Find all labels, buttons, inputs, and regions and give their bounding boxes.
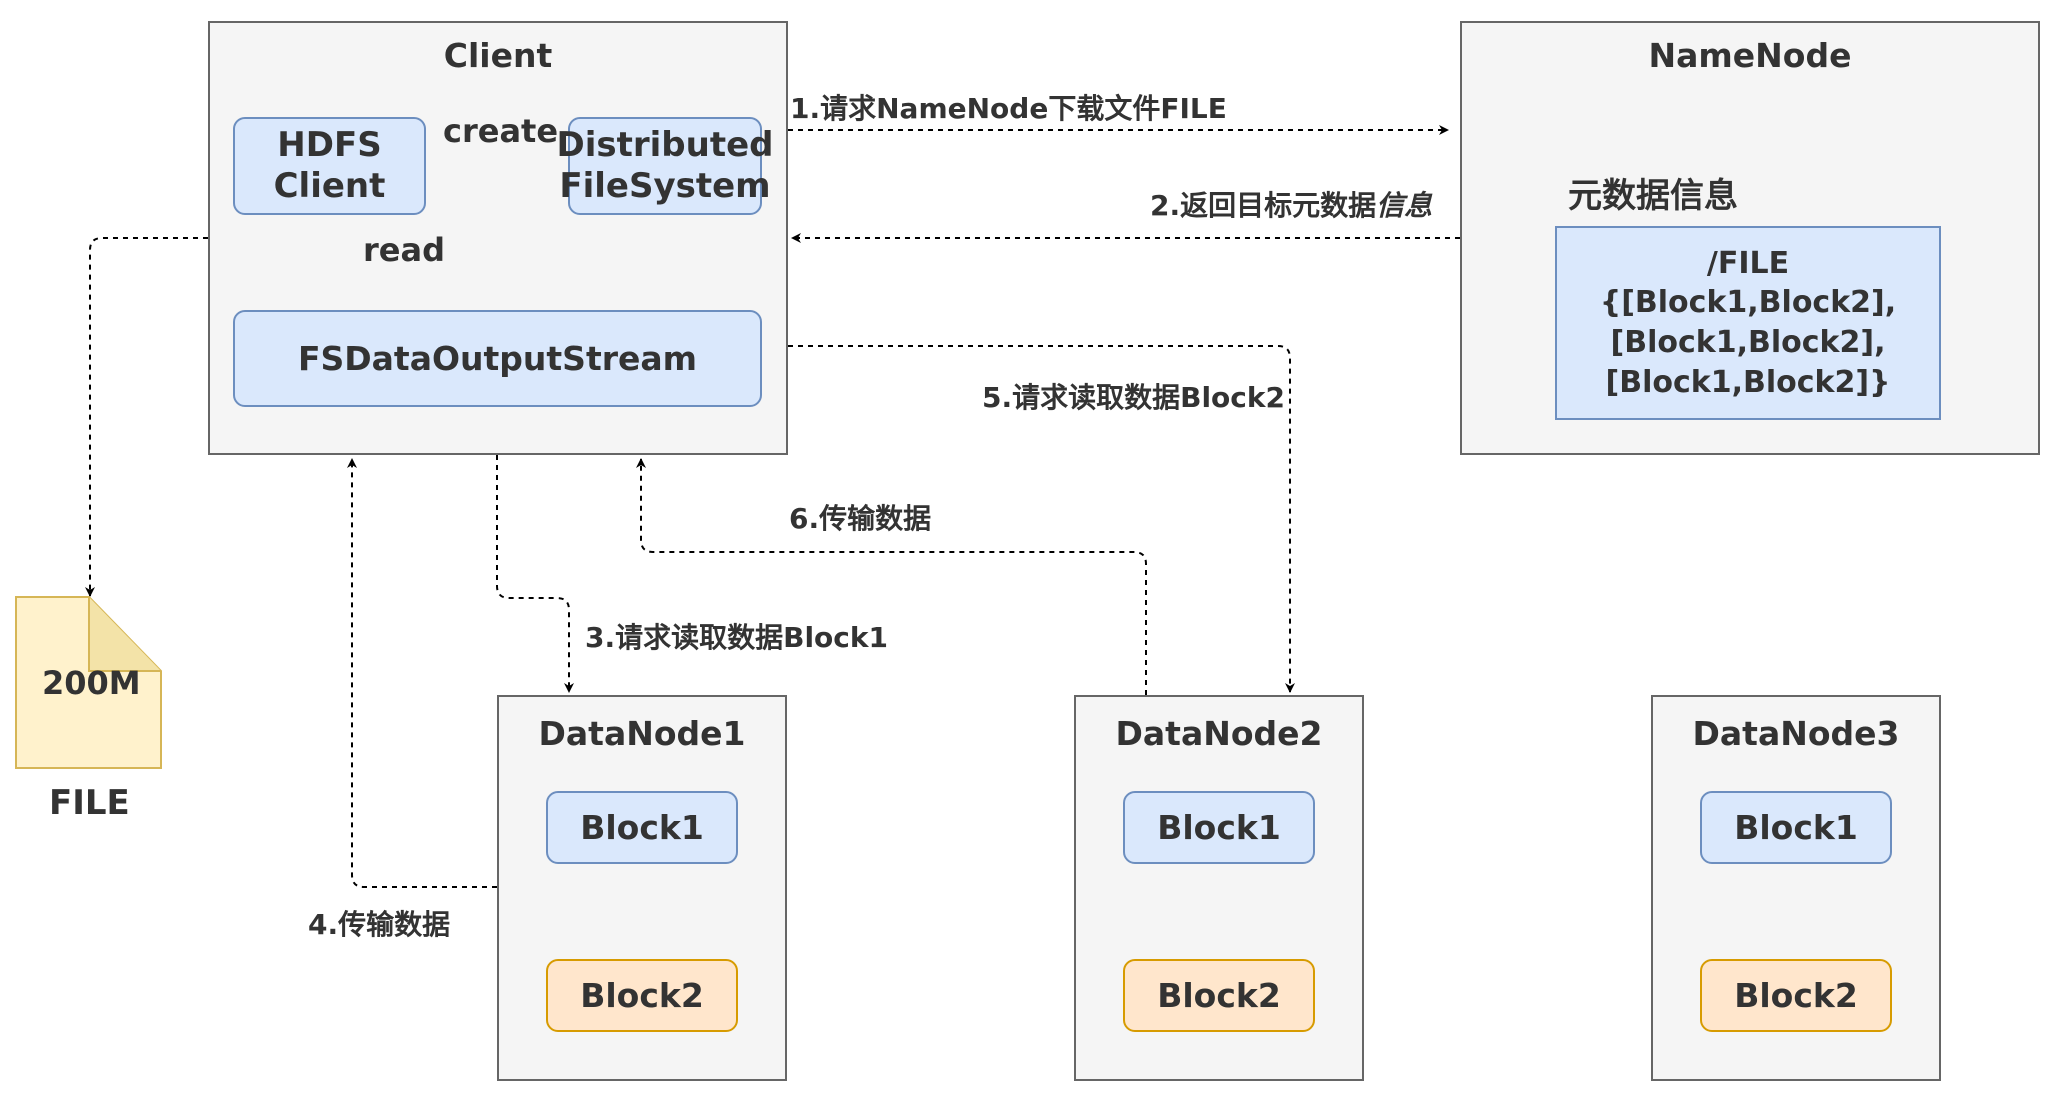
step2-label: 2.返回目标元数据信息 [1150,184,1432,224]
hdfs-client-node: HDFS Client [233,117,426,215]
datanode3-block2-label: Block2 [1734,976,1858,1015]
distributed-filesystem-node: Distributed FileSystem [557,117,774,215]
step5-label: 5.请求读取数据Block2 [982,381,1285,414]
distributed-fs-line2: FileSystem [559,166,771,206]
file-document-icon [15,596,162,769]
step3-label: 3.请求读取数据Block1 [585,621,888,654]
datanode1-block2-label: Block2 [580,976,704,1015]
distributed-fs-line1: Distributed [556,125,774,166]
client-title: Client [443,36,553,75]
file-name-label: FILE [49,783,130,823]
datanode1-container: DataNode1 [497,695,787,1081]
metadata-line-3: [Block1,Block2], [1610,325,1886,360]
datanode1-block1-label: Block1 [580,807,704,847]
arrow-step3-request-block1 [496,455,574,693]
read-label: read [363,231,445,269]
arrow-step5-request-block2 [788,345,1295,693]
step1-node: NameNode [876,92,1049,125]
datanode1-block1: Block1 [546,791,738,864]
metadata-line-1: /FILE [1706,245,1790,281]
hdfs-client-line1: HDFS [277,125,382,166]
datanode2-title: DataNode2 [1115,714,1323,753]
datanode2-block2-label: Block2 [1157,976,1281,1015]
file-size-label: 200M [42,664,141,702]
datanode2-block1: Block1 [1123,791,1315,864]
arrow-step4-transfer-data [347,458,497,888]
step6-label: 6.传输数据 [789,502,932,535]
datanode3-title: DataNode3 [1692,714,1900,753]
metadata-line-2: {[Block1,Block2], [1599,285,1897,321]
datanode2-block2: Block2 [1123,959,1315,1032]
step1-prefix: 1.请求 [790,92,877,125]
fsdata-output-stream-node: FSDataOutputStream [233,310,762,407]
metadata-heading: 元数据信息 [1568,176,1738,216]
datanode1-title: DataNode1 [538,714,746,753]
output-stream-label: FSDataOutputStream [297,338,698,378]
step2-prefix: 2.返回目标元数据 [1150,189,1377,222]
create-label: create [443,112,559,150]
hdfs-client-line2: Client [273,166,386,206]
step4-label: 4.传输数据 [308,908,451,941]
step2-italic: 信息 [1376,189,1433,222]
step1-suffix: 下载文件 [1048,92,1161,125]
datanode3-block1: Block1 [1700,791,1892,864]
metadata-box: /FILE {[Block1,Block2], [Block1,Block2],… [1555,226,1941,420]
datanode3-block2: Block2 [1700,959,1892,1032]
step1-file: FILE [1160,92,1227,125]
datanode1-block2: Block2 [546,959,738,1032]
datanode2-block1-label: Block1 [1157,807,1281,847]
namenode-title: NameNode [1648,36,1852,75]
metadata-line-4: [Block1,Block2]} [1605,364,1891,400]
datanode3-block1-label: Block1 [1734,807,1858,847]
step1-label: 1.请求NameNode下载文件FILE [790,87,1227,127]
arrow-client-to-file [85,237,208,597]
arrow-step6-transfer-data [636,458,1147,695]
